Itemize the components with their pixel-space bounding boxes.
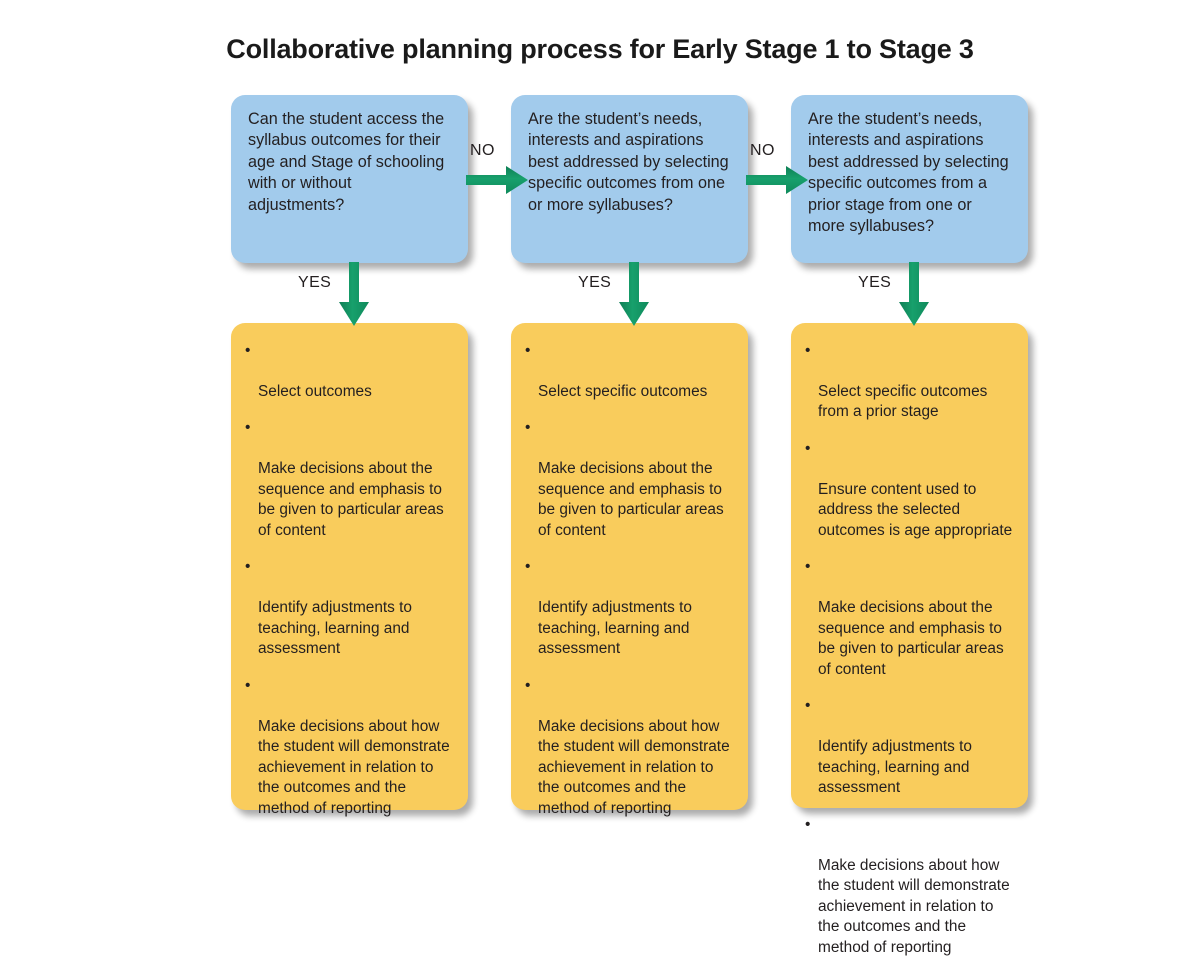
list-item-text: Make decisions about how the student wil… [818,856,1010,956]
bullet-icon: • [805,697,811,715]
list-item-text: Make decisions about the sequence and em… [538,460,724,539]
flow-column-1: Can the student access the syllabus outc… [231,0,468,848]
page-title: Collaborative planning process for Early… [226,34,974,64]
list-item: • Select outcomes [239,341,454,402]
list-item-text: Make decisions about how the student wil… [538,717,730,817]
arrow-down-yes-1-icon [337,262,371,328]
decision-box-2-text: Are the student’s needs, interests and a… [528,110,729,214]
list-item: • Ensure content used to address the sel… [799,439,1014,541]
bullet-icon: • [525,558,531,576]
action-box-1-list: • Select outcomes • Make decisions about… [239,341,454,819]
arrow-down-yes-2-icon [617,262,651,328]
decision-box-3[interactable]: Are the student’s needs, interests and a… [791,95,1028,263]
action-box-1[interactable]: • Select outcomes • Make decisions about… [231,323,468,817]
list-item: • Make decisions about how the student w… [519,676,734,819]
edge-label-no-2: NO [750,142,775,159]
bullet-icon: • [245,558,251,576]
list-item-text: Make decisions about the sequence and em… [258,460,444,539]
list-item: • Identify adjustments to teaching, lear… [519,557,734,659]
flowchart-canvas: Collaborative planning process for Early… [226,0,1028,956]
decision-box-2[interactable]: Are the student’s needs, interests and a… [511,95,748,263]
bullet-icon: • [245,342,251,359]
list-item: • Make decisions about how the student w… [239,676,454,819]
bullet-icon: • [525,419,531,437]
flow-column-2: Are the student’s needs, interests and a… [511,0,748,848]
list-item: • Select specific outcomes [519,341,734,402]
decision-box-1-text: Can the student access the syllabus outc… [248,110,445,214]
decision-box-3-text: Are the student’s needs, interests and a… [808,110,1009,235]
action-box-2[interactable]: • Select specific outcomes • Make decisi… [511,323,748,817]
list-item-text: Identify adjustments to teaching, learni… [818,738,972,797]
edge-label-yes-2: YES [578,274,612,291]
bullet-icon: • [805,558,811,576]
bullet-icon: • [245,676,251,694]
list-item: • Select specific outcomes from a prior … [799,341,1014,423]
list-item-text: Select specific outcomes [538,382,708,400]
list-item: • Make decisions about the sequence and … [519,418,734,541]
list-item: • Identify adjustments to teaching, lear… [799,696,1014,798]
list-item: • Identify adjustments to teaching, lear… [239,557,454,659]
list-item-text: Select specific outcomes from a prior st… [818,382,988,421]
bullet-icon: • [525,676,531,694]
list-item-text: Select outcomes [258,382,372,400]
arrow-down-yes-3-icon [897,262,931,328]
list-item: • Make decisions about how the student w… [799,815,1014,958]
edge-label-yes-1: YES [298,274,332,291]
arrow-right-no-1-icon [466,165,530,195]
flow-column-3: Are the student’s needs, interests and a… [791,0,1028,956]
arrow-right-no-2-icon [746,165,810,195]
list-item-text: Identify adjustments to teaching, learni… [258,599,412,658]
list-item-text: Identify adjustments to teaching, learni… [538,599,692,658]
bullet-icon: • [245,419,251,437]
bullet-icon: • [525,342,531,359]
list-item-text: Ensure content used to address the selec… [818,480,1013,539]
list-item-text: Make decisions about how the student wil… [258,717,450,817]
action-box-2-list: • Select specific outcomes • Make decisi… [519,341,734,819]
list-item-text: Make decisions about the sequence and em… [818,599,1004,678]
bullet-icon: • [805,439,811,457]
action-box-3-list: • Select specific outcomes from a prior … [799,341,1014,958]
bullet-icon: • [805,815,811,833]
list-item: • Make decisions about the sequence and … [799,557,1014,680]
bullet-icon: • [805,342,811,359]
decision-box-1[interactable]: Can the student access the syllabus outc… [231,95,468,263]
list-item: • Make decisions about the sequence and … [239,418,454,541]
edge-label-yes-3: YES [858,274,892,291]
edge-label-no-1: NO [470,142,495,159]
action-box-3[interactable]: • Select specific outcomes from a prior … [791,323,1028,956]
